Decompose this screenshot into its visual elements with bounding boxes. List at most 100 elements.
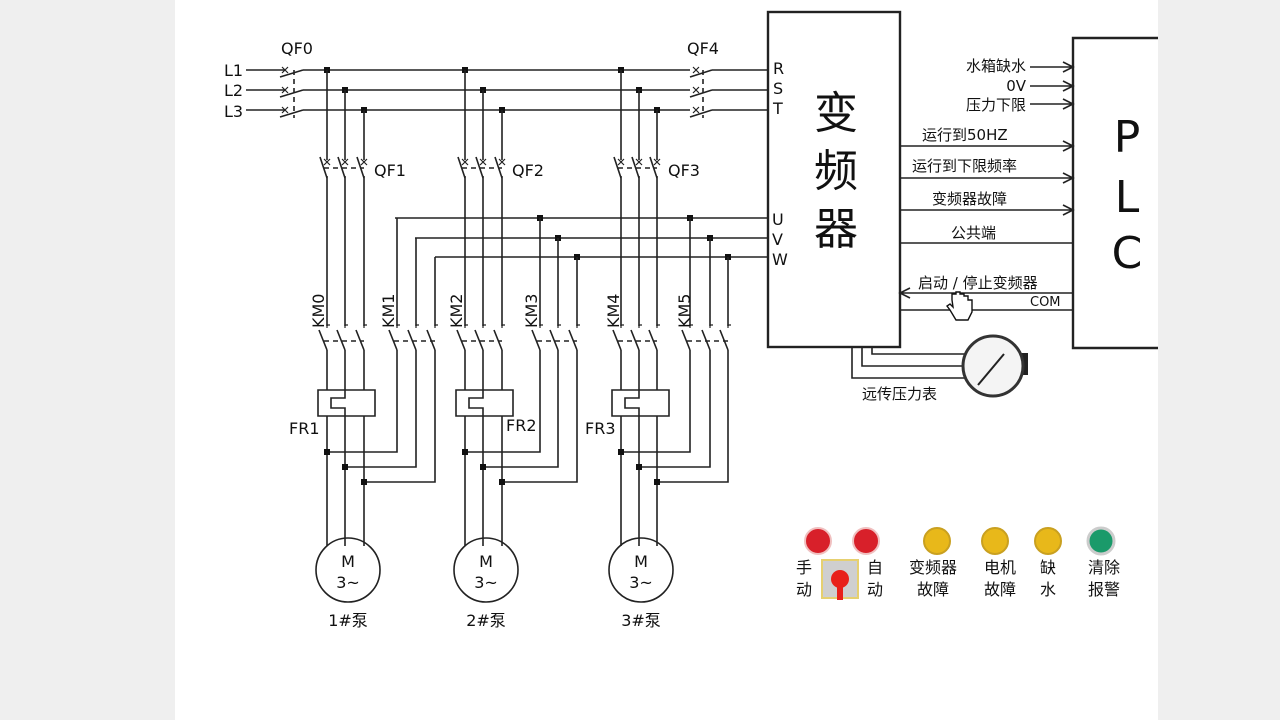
breaker-x-mark xyxy=(281,66,289,74)
label-manual: 手 xyxy=(796,558,812,577)
label-auto: 自 xyxy=(867,558,883,577)
km-blade xyxy=(719,329,729,351)
bypass-line xyxy=(364,350,436,483)
km-blade xyxy=(388,329,398,351)
qf4-blade xyxy=(689,89,713,98)
plc-box: P L C xyxy=(1071,36,1158,350)
signal-common: 公共端 xyxy=(951,224,996,242)
overload-element xyxy=(468,390,484,416)
overload-element xyxy=(330,390,346,416)
contact-mark xyxy=(557,324,561,328)
junction-dot xyxy=(361,479,367,485)
contact-mark xyxy=(539,324,543,328)
qf0-blade xyxy=(279,89,304,98)
bypass-line xyxy=(483,350,559,468)
overload-relay-box xyxy=(455,389,514,417)
junction-dot xyxy=(499,479,505,485)
contact-mark xyxy=(620,324,624,328)
km-blade xyxy=(531,329,541,351)
junction-dot xyxy=(480,464,486,470)
km-blade xyxy=(407,329,417,351)
label-km4: KM4 xyxy=(604,294,623,328)
contact-mark xyxy=(709,324,713,328)
bypass-line xyxy=(345,350,417,468)
breaker-x-mark xyxy=(498,158,506,166)
breaker-x-mark xyxy=(360,158,368,166)
signal-start-stop: 启动 / 停止变频器 xyxy=(918,274,1038,292)
qf0-blade xyxy=(279,109,304,118)
km-blade xyxy=(336,329,346,351)
bypass-line xyxy=(502,350,578,483)
manual-auto-selector[interactable] xyxy=(821,559,859,600)
contact-mark xyxy=(464,324,468,328)
lamp-manual xyxy=(804,527,832,555)
label-clear-alarm: 报警 xyxy=(1088,580,1120,599)
label-l2: L2 xyxy=(224,81,243,100)
clear-alarm-button[interactable] xyxy=(1086,526,1116,556)
signal-com: COM xyxy=(1030,295,1061,310)
qf-blade xyxy=(631,156,640,179)
plc-title: P xyxy=(1114,112,1141,163)
breaker-x-mark xyxy=(692,66,700,74)
terminal-r: R xyxy=(773,59,784,78)
motor-phase: 3~ xyxy=(474,573,498,592)
lamp-auto xyxy=(852,527,880,555)
km-blade xyxy=(568,329,578,351)
contact-mark xyxy=(501,324,505,328)
label-km1: KM1 xyxy=(379,294,398,328)
qf-blade xyxy=(337,156,346,179)
label-km0: KM0 xyxy=(309,294,328,328)
motor-phase: 3~ xyxy=(336,573,360,592)
label-inverter-fault: 故障 xyxy=(917,580,949,599)
label-qf2: QF2 xyxy=(512,161,544,180)
breaker-x-mark xyxy=(479,158,487,166)
motor-1: M 3~ 1#泵 xyxy=(315,537,381,630)
label-fr3: FR3 xyxy=(585,419,616,438)
lamp-motor-fault xyxy=(981,527,1009,555)
junction-dot xyxy=(342,464,348,470)
signal-run-50hz: 运行到50HZ xyxy=(922,126,1008,144)
km-blade xyxy=(612,329,622,351)
inverter-box: R S T U V W 变 频 器 xyxy=(766,10,902,349)
qf-blade xyxy=(649,156,658,179)
contact-mark xyxy=(363,324,367,328)
label-qf3: QF3 xyxy=(668,161,700,180)
km-blade xyxy=(426,329,436,351)
label-qf1: QF1 xyxy=(374,161,406,180)
motor-label: 1#泵 xyxy=(328,611,368,630)
contact-mark xyxy=(326,324,330,328)
plc-signals: 水箱缺水 0V 压力下限 运行到50HZ 运行到下限频率 变频器故障 公共端 启… xyxy=(898,57,1075,311)
inverter-title: 器 xyxy=(814,204,858,255)
bypass-line xyxy=(327,350,398,453)
qf-blade xyxy=(457,156,466,179)
breaker-x-mark xyxy=(635,158,643,166)
motor-phase: 3~ xyxy=(629,573,653,592)
qf0-blade xyxy=(279,69,304,78)
label-qf4: QF4 xyxy=(687,39,719,58)
signal-0v: 0V xyxy=(1006,77,1027,95)
breaker-x-mark xyxy=(341,158,349,166)
km-blade xyxy=(355,329,365,351)
contact-mark xyxy=(576,324,580,328)
breaker-x-mark xyxy=(281,106,289,114)
terminal-w: W xyxy=(772,250,788,269)
motor-3: M 3~ 3#泵 xyxy=(608,537,674,630)
label-clear-alarm: 清除 xyxy=(1088,558,1120,577)
motor-symbol: M xyxy=(341,552,355,571)
km-blade xyxy=(630,329,640,351)
label-motor-fault: 故障 xyxy=(984,580,1016,599)
control-panel: 手 动 自 动 变频器 故障 电机 故障 缺 水 清除 报警 xyxy=(796,526,1120,600)
terminal-v: V xyxy=(772,230,783,249)
lamp-water-shortage xyxy=(1034,527,1062,555)
qf4-blade xyxy=(689,69,713,78)
junction-dot xyxy=(636,464,642,470)
lamp-inverter-fault xyxy=(923,527,951,555)
km-blade xyxy=(318,329,328,351)
motor-label: 2#泵 xyxy=(466,611,506,630)
overload-element xyxy=(624,390,640,416)
label-km2: KM2 xyxy=(447,294,466,328)
contact-mark xyxy=(638,324,642,328)
overload-relay-box xyxy=(317,389,376,417)
